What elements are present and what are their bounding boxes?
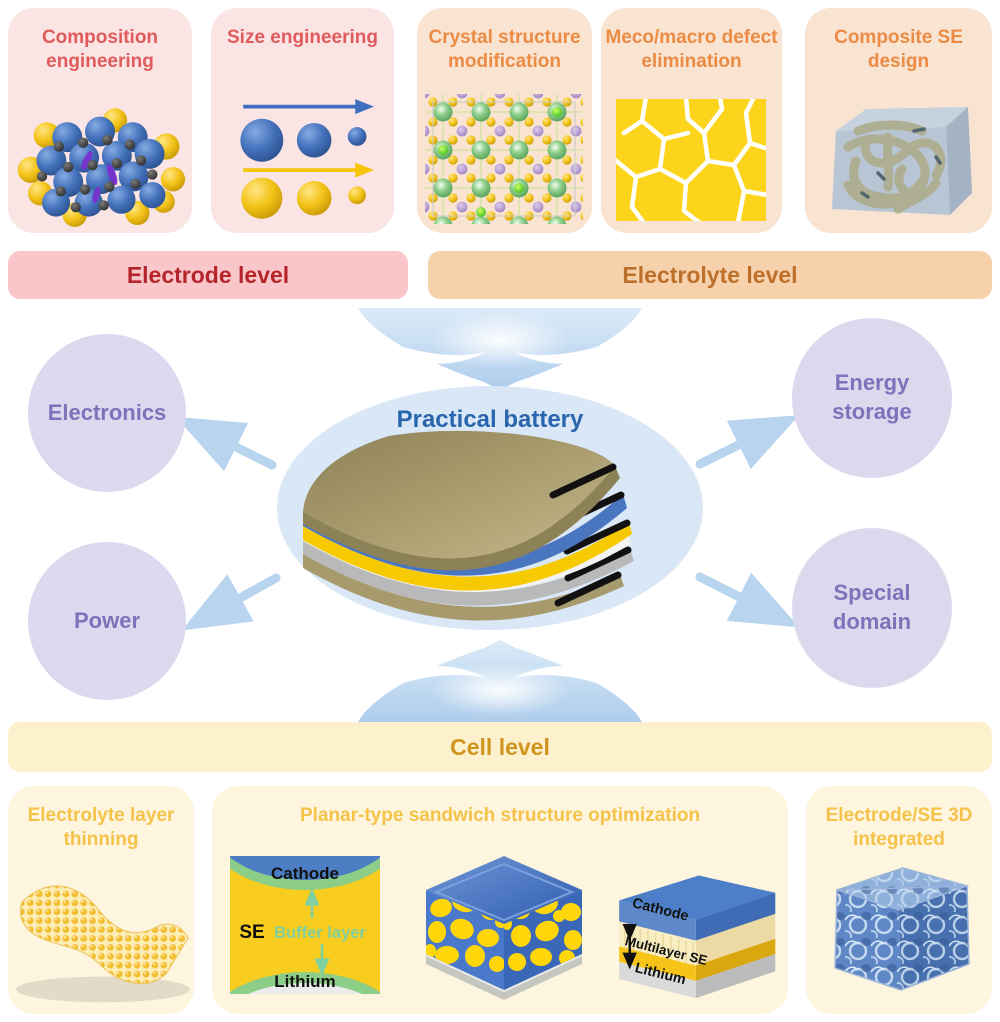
application-label: Electronics <box>47 399 167 425</box>
panel-title: Composite SE design <box>834 27 963 72</box>
panel-composite-se: Composite SE design <box>805 8 992 233</box>
particle-composite-cube-illustration <box>425 856 583 1000</box>
grain-boundary-illustration <box>616 99 766 221</box>
panel-sandwich-optimization: Planar-type sandwich structure optimizat… <box>212 786 788 1014</box>
arrow-to-special-domain <box>695 572 800 628</box>
panel-title: Meco/macro defect elimination <box>605 27 778 72</box>
funnel-down-icon <box>352 308 648 390</box>
panel-electrolyte-thinning: Electrolyte layer thinning <box>8 786 194 1014</box>
application-label: Special domain <box>832 580 912 634</box>
panel-title: Composition engineering <box>41 27 159 72</box>
composite-fiber-cube-illustration <box>832 107 972 215</box>
application-circle-special-domain: Special domain <box>792 528 952 688</box>
arrow-to-power <box>181 573 281 631</box>
panel-defect-elimination: Meco/macro defect elimination <box>601 8 782 233</box>
panel-title: Crystal structure modification <box>428 27 581 72</box>
application-circle-energy-storage: Energy storage <box>792 318 952 478</box>
flexible-battery-illustration <box>303 430 634 621</box>
banner-electrode-level: Electrode level <box>8 251 408 299</box>
application-label: Energy storage <box>832 370 912 424</box>
application-circle-power: Power <box>28 542 186 700</box>
arrow-to-energy-storage <box>695 415 800 470</box>
buffer-layer-diagram: Cathode SE Buffer layer Lithium <box>230 856 380 994</box>
label-cathode: Cathode <box>271 864 339 883</box>
center-title: Practical battery <box>396 406 584 433</box>
panel-composition-engineering: Composition engineering <box>8 8 192 233</box>
banner-cell-level: Cell level <box>8 722 992 772</box>
size-engineering-illustration <box>240 99 374 219</box>
label-lithium: Lithium <box>274 972 335 991</box>
arrow-to-electronics <box>175 416 277 472</box>
panel-3d-integrated: Electrode/SE 3D integrated <box>806 786 992 1014</box>
crystal-lattice-illustration <box>425 94 583 224</box>
banner-label: Electrolyte level <box>622 261 798 288</box>
molecule-cluster-illustration <box>17 108 186 227</box>
panel-title: Planar-type sandwich structure optimizat… <box>299 805 701 826</box>
panel-title: Size engineering <box>227 27 378 48</box>
banner-electrolyte-level: Electrolyte level <box>428 251 992 299</box>
panel-title: Electrode/SE 3D integrated <box>825 805 973 850</box>
banner-label: Cell level <box>450 733 550 760</box>
panel-title: Electrolyte layer thinning <box>27 805 175 850</box>
funnel-up-icon <box>352 640 648 722</box>
porous-electrode-cube-illustration <box>834 867 970 991</box>
panel-crystal-structure: Crystal structure modification <box>417 8 592 233</box>
thin-membrane-illustration <box>15 885 191 1003</box>
center-diagram <box>175 308 800 722</box>
label-se: SE <box>239 922 264 943</box>
banner-label: Electrode level <box>126 261 290 288</box>
application-label: Power <box>73 607 141 633</box>
panel-size-engineering: Size engineering <box>211 8 394 233</box>
label-buffer-layer: Buffer layer <box>274 924 366 942</box>
application-arrows <box>175 415 800 631</box>
multilayer-stack-illustration: Cathode Multilayer SE Lithium <box>619 875 776 999</box>
application-circle-electronics: Electronics <box>28 334 186 492</box>
